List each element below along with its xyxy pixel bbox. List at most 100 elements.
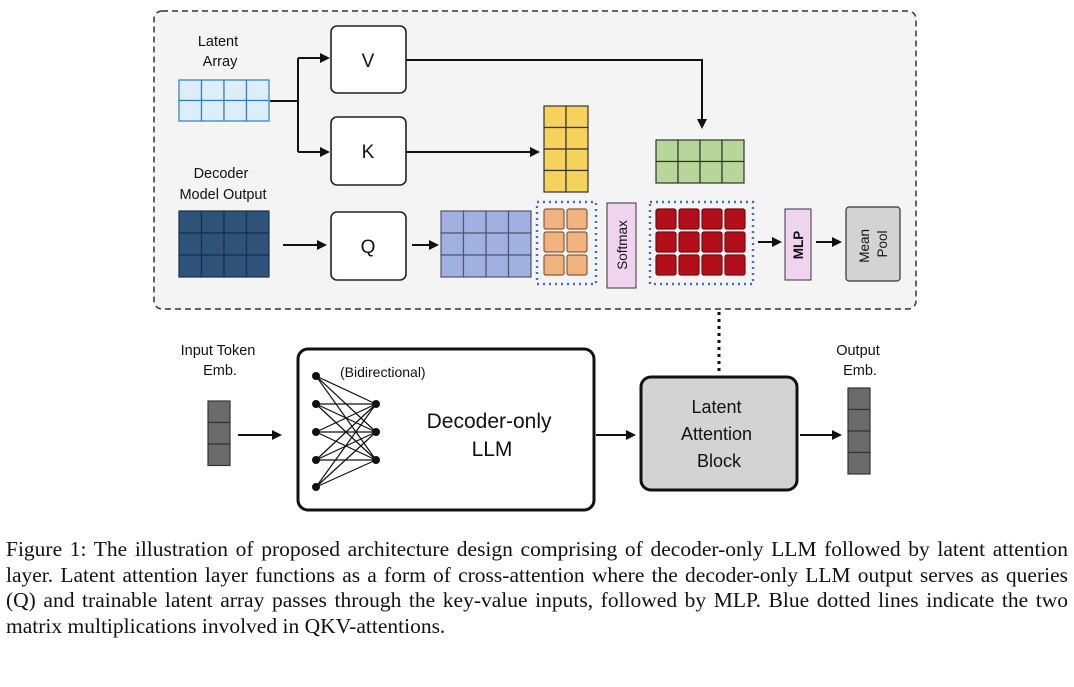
latent-array-matrix (178, 79, 270, 122)
matrix-cell (200, 232, 225, 256)
matrix-cell (678, 208, 700, 230)
bidirectional-network-icon (312, 372, 380, 491)
matrix-cell (485, 254, 510, 278)
network-edge (315, 403, 377, 461)
matrix-cell (543, 105, 567, 129)
softmax-label: Softmax (615, 220, 630, 270)
latent-branch-line (270, 58, 299, 152)
matrix-cell (200, 79, 225, 102)
attn-scores-highlight (535, 200, 598, 286)
matrix-cell (543, 148, 567, 172)
matrix-cell (678, 254, 700, 276)
v-matrix (655, 139, 745, 184)
matrix-cell (543, 208, 565, 230)
matrix-cell (724, 231, 746, 253)
network-edge (315, 459, 377, 488)
matrix-cell (245, 232, 270, 256)
matrix-cell (701, 208, 723, 230)
matrix-cell (721, 160, 745, 184)
matrix-cell (245, 99, 270, 122)
matrix-cell (207, 421, 231, 445)
network-node (312, 372, 320, 380)
k-matrix (543, 105, 589, 193)
bidirectional-label: (Bidirectional) (340, 364, 426, 380)
matrix-cell (566, 208, 588, 230)
matrix-cell (847, 387, 871, 411)
matrix-cell (566, 231, 588, 253)
network-node (312, 483, 320, 491)
matrix-cell (655, 254, 677, 276)
figure-caption: Figure 1: The illustration of proposed a… (6, 537, 1068, 639)
matrix-cell (462, 210, 487, 234)
matrix-cell (223, 79, 248, 102)
v-to-vmatrix-line (406, 59, 707, 129)
matrix-cell (655, 208, 677, 230)
matrix-cell (543, 126, 567, 150)
matrix-cell (677, 160, 701, 184)
matrix-cell (485, 210, 510, 234)
network-node (372, 400, 380, 408)
matrix-cell (677, 139, 701, 163)
matrix-cell (565, 169, 589, 193)
matrix-cell (223, 210, 248, 234)
decoder-output-label: Decoder Model Output (179, 166, 266, 203)
output-emb-label: Output Emb. (836, 343, 884, 379)
matrix-cell (543, 169, 567, 193)
matrix-cell (207, 400, 231, 424)
matrix-cell (200, 99, 225, 122)
matrix-cell (655, 160, 679, 184)
matrix-cell (178, 99, 203, 122)
attn-weights-highlight (648, 200, 755, 286)
network-edge (315, 403, 377, 488)
matrix-cell (701, 254, 723, 276)
matrix-cell (507, 232, 532, 256)
matrix-cell (699, 139, 723, 163)
matrix-cell (847, 451, 871, 475)
q-label: Q (361, 237, 376, 258)
matrix-cell (440, 210, 465, 234)
softmax-box (606, 202, 637, 289)
k-label: K (362, 142, 375, 163)
matrix-cell (462, 254, 487, 278)
output-emb-vector (847, 387, 871, 475)
mean-pool-box (845, 206, 901, 282)
matrix-cell (565, 126, 589, 150)
matrix-cell (543, 231, 565, 253)
network-node (312, 400, 320, 408)
matrix-cell (701, 231, 723, 253)
attn-scores-matrix (543, 208, 588, 276)
matrix-cell (223, 254, 248, 278)
matrix-cell (178, 254, 203, 278)
v-label: V (362, 51, 375, 72)
matrix-cell (245, 254, 270, 278)
matrix-cell (655, 139, 679, 163)
matrix-cell (178, 210, 203, 234)
mlp-label: MLP (791, 231, 806, 260)
architecture-diagram: Latent Array V K Q Decoder Model Output … (153, 10, 917, 512)
matrix-cell (462, 232, 487, 256)
matrix-cell (543, 254, 565, 276)
input-token-label: Input Token Emb. (181, 343, 260, 379)
matrix-cell (847, 430, 871, 454)
matrix-cell (223, 99, 248, 122)
input-token-vector (207, 400, 231, 467)
matrix-cell (200, 210, 225, 234)
matrix-cell (566, 254, 588, 276)
network-node (312, 456, 320, 464)
mlp-box (784, 208, 812, 281)
network-node (312, 428, 320, 436)
mean-pool-label: Mean Pool (857, 225, 890, 263)
matrix-cell (200, 254, 225, 278)
llm-box (296, 347, 596, 512)
matrix-cell (245, 210, 270, 234)
network-node (372, 428, 380, 436)
network-edge (315, 431, 377, 488)
caption-prefix: Figure 1: (6, 537, 87, 561)
matrix-cell (678, 231, 700, 253)
matrix-cell (245, 79, 270, 102)
network-edge (315, 403, 377, 433)
latent-array-label: Latent Array (198, 34, 242, 70)
matrix-cell (724, 254, 746, 276)
caption-text: The illustration of proposed architectur… (6, 537, 1068, 638)
latent-block-label: Latent Attention Block (681, 397, 757, 471)
